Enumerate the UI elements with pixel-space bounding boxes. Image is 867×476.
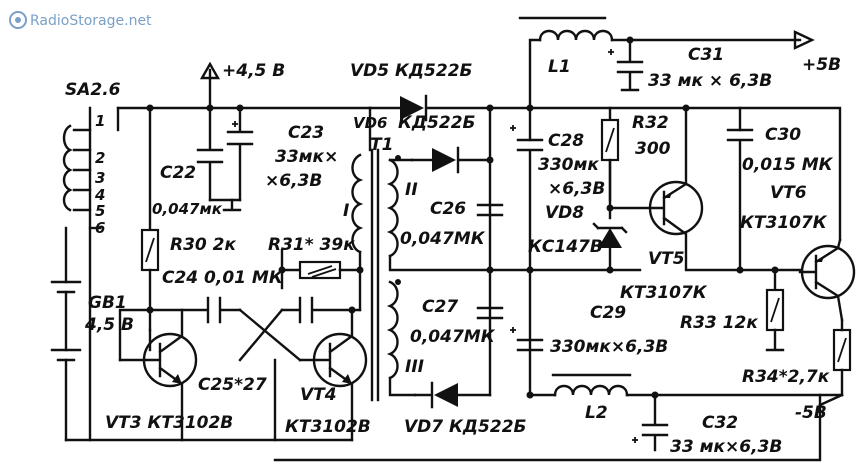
label-vt3: VT3 КТ3102В (105, 413, 233, 433)
label-sw2: 2 (95, 149, 105, 167)
label-vt4-type: КТ3102В (285, 417, 371, 437)
label-vt5-type: КТ3107К (620, 283, 708, 303)
label-c26-value: 0,047МК (400, 229, 486, 249)
capacitor-c22 (196, 106, 224, 202)
label-c24: C24 0,01 МК (162, 268, 284, 288)
label-c28: C28 (548, 131, 584, 151)
label-l2: L2 (585, 403, 608, 423)
label-vd8-type: КС147В (528, 237, 603, 257)
capacitor-c23 (226, 106, 254, 202)
label-plus5: +5В (802, 55, 841, 75)
diode-vd5 (368, 94, 492, 122)
watermark: RadioStorage.net (9, 11, 152, 29)
label-c32: C32 (702, 413, 738, 433)
label-c28-value2: ×6,3В (548, 179, 605, 199)
diode-vd7 (413, 381, 492, 409)
label-c32-value: 33 мк×6,3В (670, 437, 782, 457)
label-r31: R31* 39к (268, 235, 355, 255)
capacitor-c29 (510, 327, 544, 352)
label-sw4: 4 (94, 186, 105, 204)
label-c29-value: 330мк×6,3В (550, 337, 668, 357)
label-sa: SA2.6 (65, 80, 121, 100)
label-c27-value: 0,047МК (410, 327, 496, 347)
diode-vd6 (410, 146, 492, 174)
transformer-t1 (351, 106, 401, 402)
label-plus45: +4,5 В (222, 61, 285, 81)
junctions (146, 36, 779, 399)
capacitor-c32 (632, 393, 669, 452)
capacitor-c27 (476, 306, 504, 320)
label-winding-2: II (405, 180, 418, 200)
watermark-text: RadioStorage.net (30, 13, 152, 29)
label-minus5: -5В (795, 403, 827, 423)
label-r32-value: 300 (635, 139, 671, 159)
zener-vd8 (592, 222, 628, 272)
label-c28-value1: 330мк (538, 155, 599, 175)
label-vd6-type: КД522Б (398, 113, 476, 133)
label-sw3: 3 (95, 169, 105, 187)
label-c22: C22 (160, 163, 196, 183)
switch-sa2 (62, 106, 120, 442)
label-r30: R30 2к (170, 235, 236, 255)
label-r32: R32 (632, 113, 669, 133)
label-vt6: VT6 (770, 183, 807, 203)
label-sw6: 6 (95, 219, 105, 237)
label-vt5: VT5 (648, 249, 685, 269)
transistor-vt3 (118, 308, 198, 442)
labels: SA2.6 1 2 3 4 5 6 GB1 4,5 В +4,5 В C22 0… (65, 45, 841, 457)
label-winding-1: I (343, 201, 349, 221)
battery-gb1 (50, 226, 82, 442)
label-c23: C23 (288, 123, 324, 143)
label-c30: C30 (765, 125, 801, 145)
inductor-l1 (518, 16, 815, 50)
label-c27: C27 (422, 297, 458, 317)
label-c31: C31 (688, 45, 724, 65)
label-c26: C26 (430, 199, 466, 219)
label-c30-value: 0,015 МК (742, 155, 834, 175)
label-vd7: VD7 КД522Б (404, 417, 527, 437)
label-gb1-voltage: 4,5 В (84, 315, 134, 335)
inductor-l2 (528, 373, 844, 397)
label-c22-value: 0,047мк (152, 200, 223, 218)
capacitor-c31 (608, 38, 644, 92)
label-sw5: 5 (95, 202, 105, 220)
label-winding-3: III (405, 357, 424, 377)
transistor-vt5 (608, 106, 802, 272)
capacitor-c26 (476, 203, 504, 217)
transistor-vt6 (798, 238, 856, 322)
label-vt4: VT4 (300, 385, 337, 405)
label-vd5: VD5 КД522Б (350, 61, 473, 81)
label-c31-value: 33 мк × 6,3В (648, 71, 772, 91)
transistor-vt4 (298, 308, 368, 442)
label-vd8: VD8 (545, 203, 584, 223)
capacitor-c24 (148, 296, 242, 324)
label-l1: L1 (548, 57, 571, 77)
label-c23-value2: ×6,3В (265, 171, 322, 191)
capacitor-c25 (280, 296, 362, 324)
label-gb1: GB1 (88, 293, 127, 313)
label-c23-value1: 33мк× (275, 147, 338, 167)
label-r33: R33 12к (680, 313, 758, 333)
label-sw1: 1 (95, 112, 105, 130)
label-c29: C29 (590, 303, 626, 323)
label-t1: T1 (370, 135, 393, 155)
label-vt6-type: КТ3107К (740, 213, 828, 233)
capacitor-c30 (726, 128, 754, 272)
label-c25: C25*27 (198, 375, 267, 395)
label-vd6: VD6 (353, 114, 388, 132)
label-r34: R34*2,7к (742, 367, 830, 387)
